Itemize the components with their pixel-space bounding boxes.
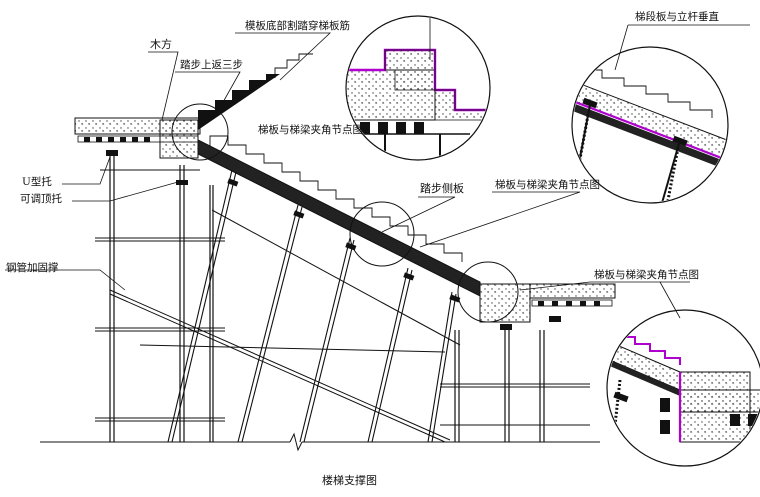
label-timber: 木方 — [150, 38, 172, 51]
label-node-top: 梯板与梯梁夹角节点图 — [258, 124, 363, 136]
ground-line — [40, 432, 600, 452]
scaffold-poles — [109, 155, 545, 442]
label-adjustable-top: 可调顶托 — [20, 193, 62, 205]
label-node-right: 梯板与梯梁夹角节点图 — [594, 269, 699, 281]
lower-landing — [479, 283, 616, 323]
label-step-offset: 踏步上返三步 — [180, 59, 243, 71]
label-steel-brace: 钢管加固撑 — [6, 262, 59, 274]
detail-circle-right — [571, 46, 729, 204]
jacks — [106, 150, 561, 330]
detail-circle-top — [345, 15, 491, 161]
diagram-caption: 楼梯支撑图 — [322, 474, 377, 487]
label-node-mid: 梯板与梯梁夹角节点图 — [495, 179, 600, 191]
label-u-bracket: U型托 — [22, 176, 52, 188]
leader-lines — [5, 24, 750, 319]
label-formwork-bottom: 模板底部割踏穿梯板筋 — [245, 20, 350, 32]
label-tread-side: 踏步侧板 — [420, 182, 464, 195]
detail-circle-bottom — [606, 309, 760, 467]
upper-landing — [74, 117, 201, 159]
inclined-poles — [167, 169, 457, 443]
diagonal-braces — [109, 209, 461, 443]
stair-steps — [209, 135, 463, 262]
label-vertical-align: 梯段板与立杆垂直 — [635, 11, 719, 23]
top-steps-wedge — [198, 74, 280, 130]
stair-flight — [197, 135, 481, 297]
detail-markers — [171, 103, 519, 323]
